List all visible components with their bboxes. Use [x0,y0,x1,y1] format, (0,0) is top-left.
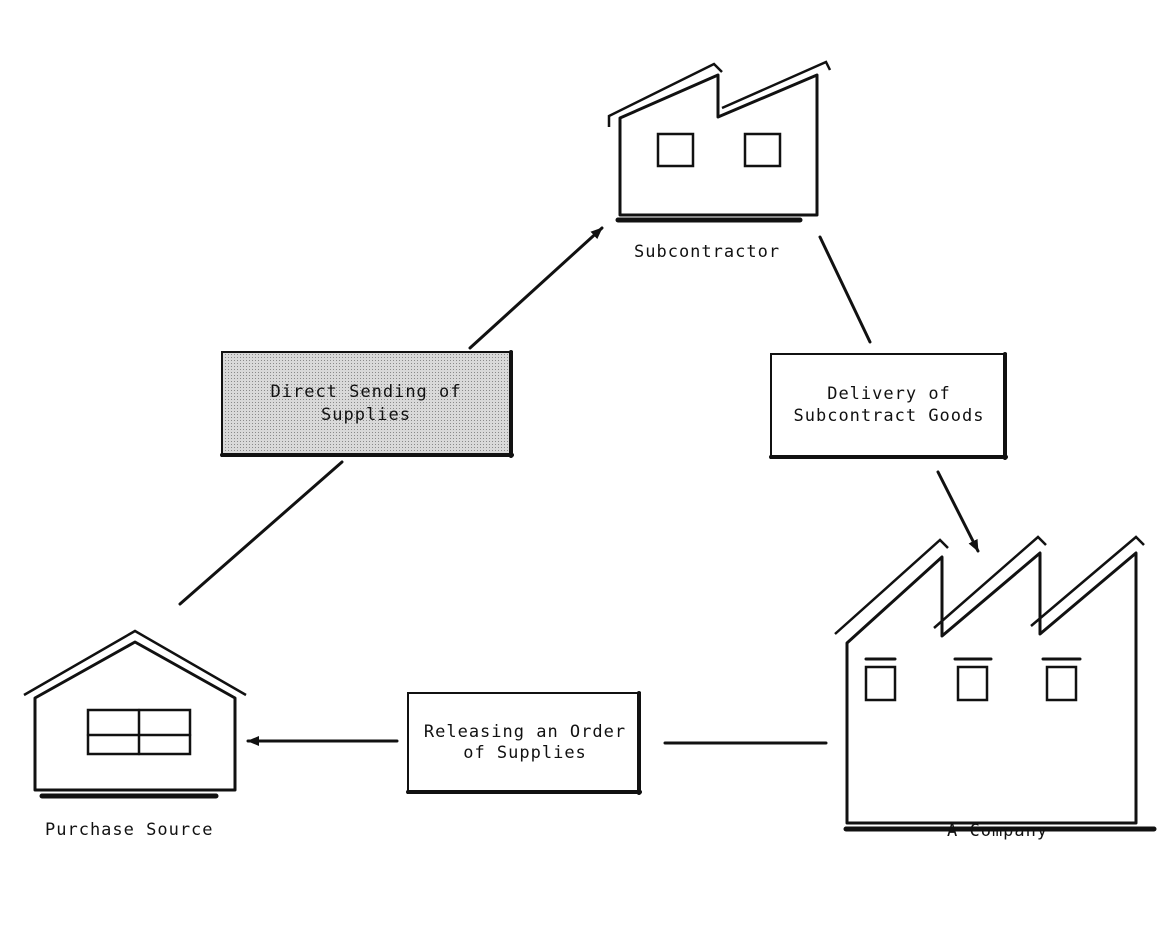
purchase-source-label: Purchase Source [45,820,214,840]
delivery-line-1: Delivery of [827,384,951,404]
a-company-factory-icon [834,535,1157,832]
direct-sending-line-1: Direct Sending of [271,382,462,402]
delivery-arrow [936,470,980,553]
purchase-source-house-icon [23,629,247,799]
subcontractor-label: Subcontractor [634,242,780,262]
delivery-box: Delivery of Subcontract Goods [769,352,1008,460]
a-company-label: A Company [947,821,1048,841]
direct-sending-arrow [468,226,604,350]
releasing-order-line-1: Releasing an Order [424,722,626,742]
direct-sending-line-2: Supplies [321,405,411,425]
releasing-order-box: Releasing an Order of Supplies [406,691,642,795]
direct-sending-box: Direct Sending of Supplies [220,350,514,458]
direct-sending-lower-connector [178,460,344,606]
releasing-order-line-2: of Supplies [463,743,587,763]
subcontractor-factory-icon [607,60,832,223]
delivery-line-2: Subcontract Goods [794,406,985,426]
delivery-upper-connector [818,235,872,344]
